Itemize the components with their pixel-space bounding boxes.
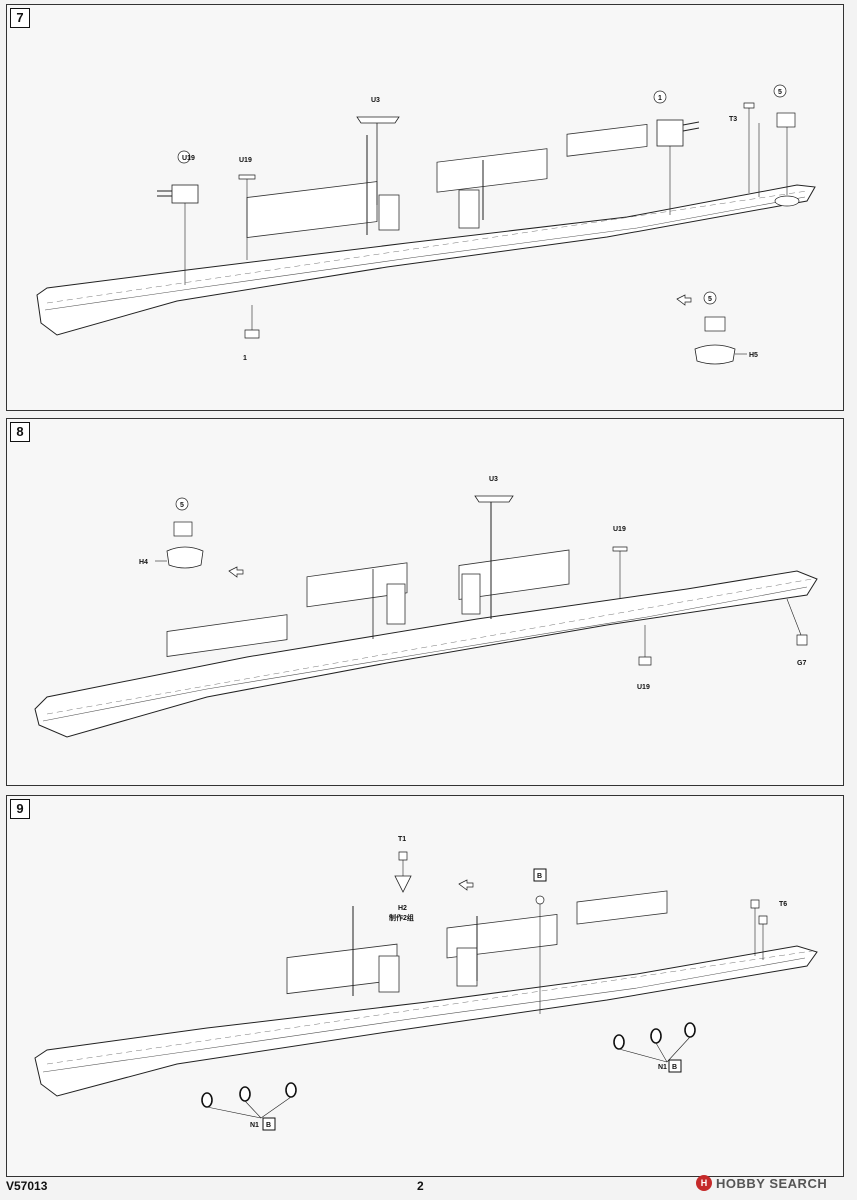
part-label-u19-bottom: 1 bbox=[243, 355, 247, 362]
step-9-ship-drawing: T1 H2 制作2组 B T6 N1 B N1 bbox=[34, 836, 818, 1131]
step-number: 8 bbox=[10, 422, 30, 442]
part-label-g7: G7 bbox=[797, 660, 806, 667]
part-label-t6: T6 bbox=[779, 901, 787, 908]
watermark: H HOBBY SEARCH bbox=[696, 1173, 846, 1193]
part-label-u19-top: U19 bbox=[613, 526, 626, 533]
part-label-u19-top: U19 bbox=[239, 157, 252, 164]
part-label-h4: H4 bbox=[139, 559, 148, 566]
subassembly-marker-b-left: B bbox=[266, 1122, 271, 1129]
part-callout-1-right: 1 bbox=[658, 95, 662, 102]
subassembly-marker-b-top: B bbox=[537, 873, 542, 880]
part-label-u19-bottom: U19 bbox=[637, 684, 650, 691]
step-8-ship-drawing: U3 5 H4 U19 U19 G7 bbox=[34, 476, 818, 738]
part-label-t1: T1 bbox=[398, 836, 406, 843]
page-number: 2 bbox=[417, 1179, 424, 1193]
part-callout-5-lower: 5 bbox=[708, 296, 712, 303]
step-7-ship-drawing: U3 U19 U19 1 1 T3 5 bbox=[36, 84, 816, 365]
step-9-panel: 9 T1 H2 制作2组 B T6 bbox=[6, 795, 844, 1177]
part-callout-5-upper: 5 bbox=[778, 89, 782, 96]
step-7-panel: 7 U3 U19 U19 1 bbox=[6, 4, 844, 411]
part-label-u3: U3 bbox=[489, 476, 498, 483]
subassembly-marker-b-right: B bbox=[672, 1064, 677, 1071]
part-callout-5: 5 bbox=[180, 502, 184, 509]
part-label-t3: T3 bbox=[729, 116, 737, 123]
part-label-h2: H2 bbox=[398, 905, 407, 912]
part-label-u3: U3 bbox=[371, 97, 380, 104]
part-label-n1-left: N1 bbox=[250, 1122, 259, 1129]
step-number: 7 bbox=[10, 8, 30, 28]
part-callout-1-left: U19 bbox=[182, 155, 195, 162]
hobby-search-logo-icon: H bbox=[696, 1175, 712, 1191]
step-number: 9 bbox=[10, 799, 30, 819]
part-note-make-2-sets: 制作2组 bbox=[389, 913, 414, 922]
part-label-h5: H5 bbox=[749, 352, 758, 359]
step-8-panel: 8 U3 5 H4 U19 U19 bbox=[6, 418, 844, 786]
watermark-text: HOBBY SEARCH bbox=[716, 1175, 828, 1191]
document-code: V57013 bbox=[6, 1179, 48, 1193]
part-label-n1-right: N1 bbox=[658, 1064, 667, 1071]
